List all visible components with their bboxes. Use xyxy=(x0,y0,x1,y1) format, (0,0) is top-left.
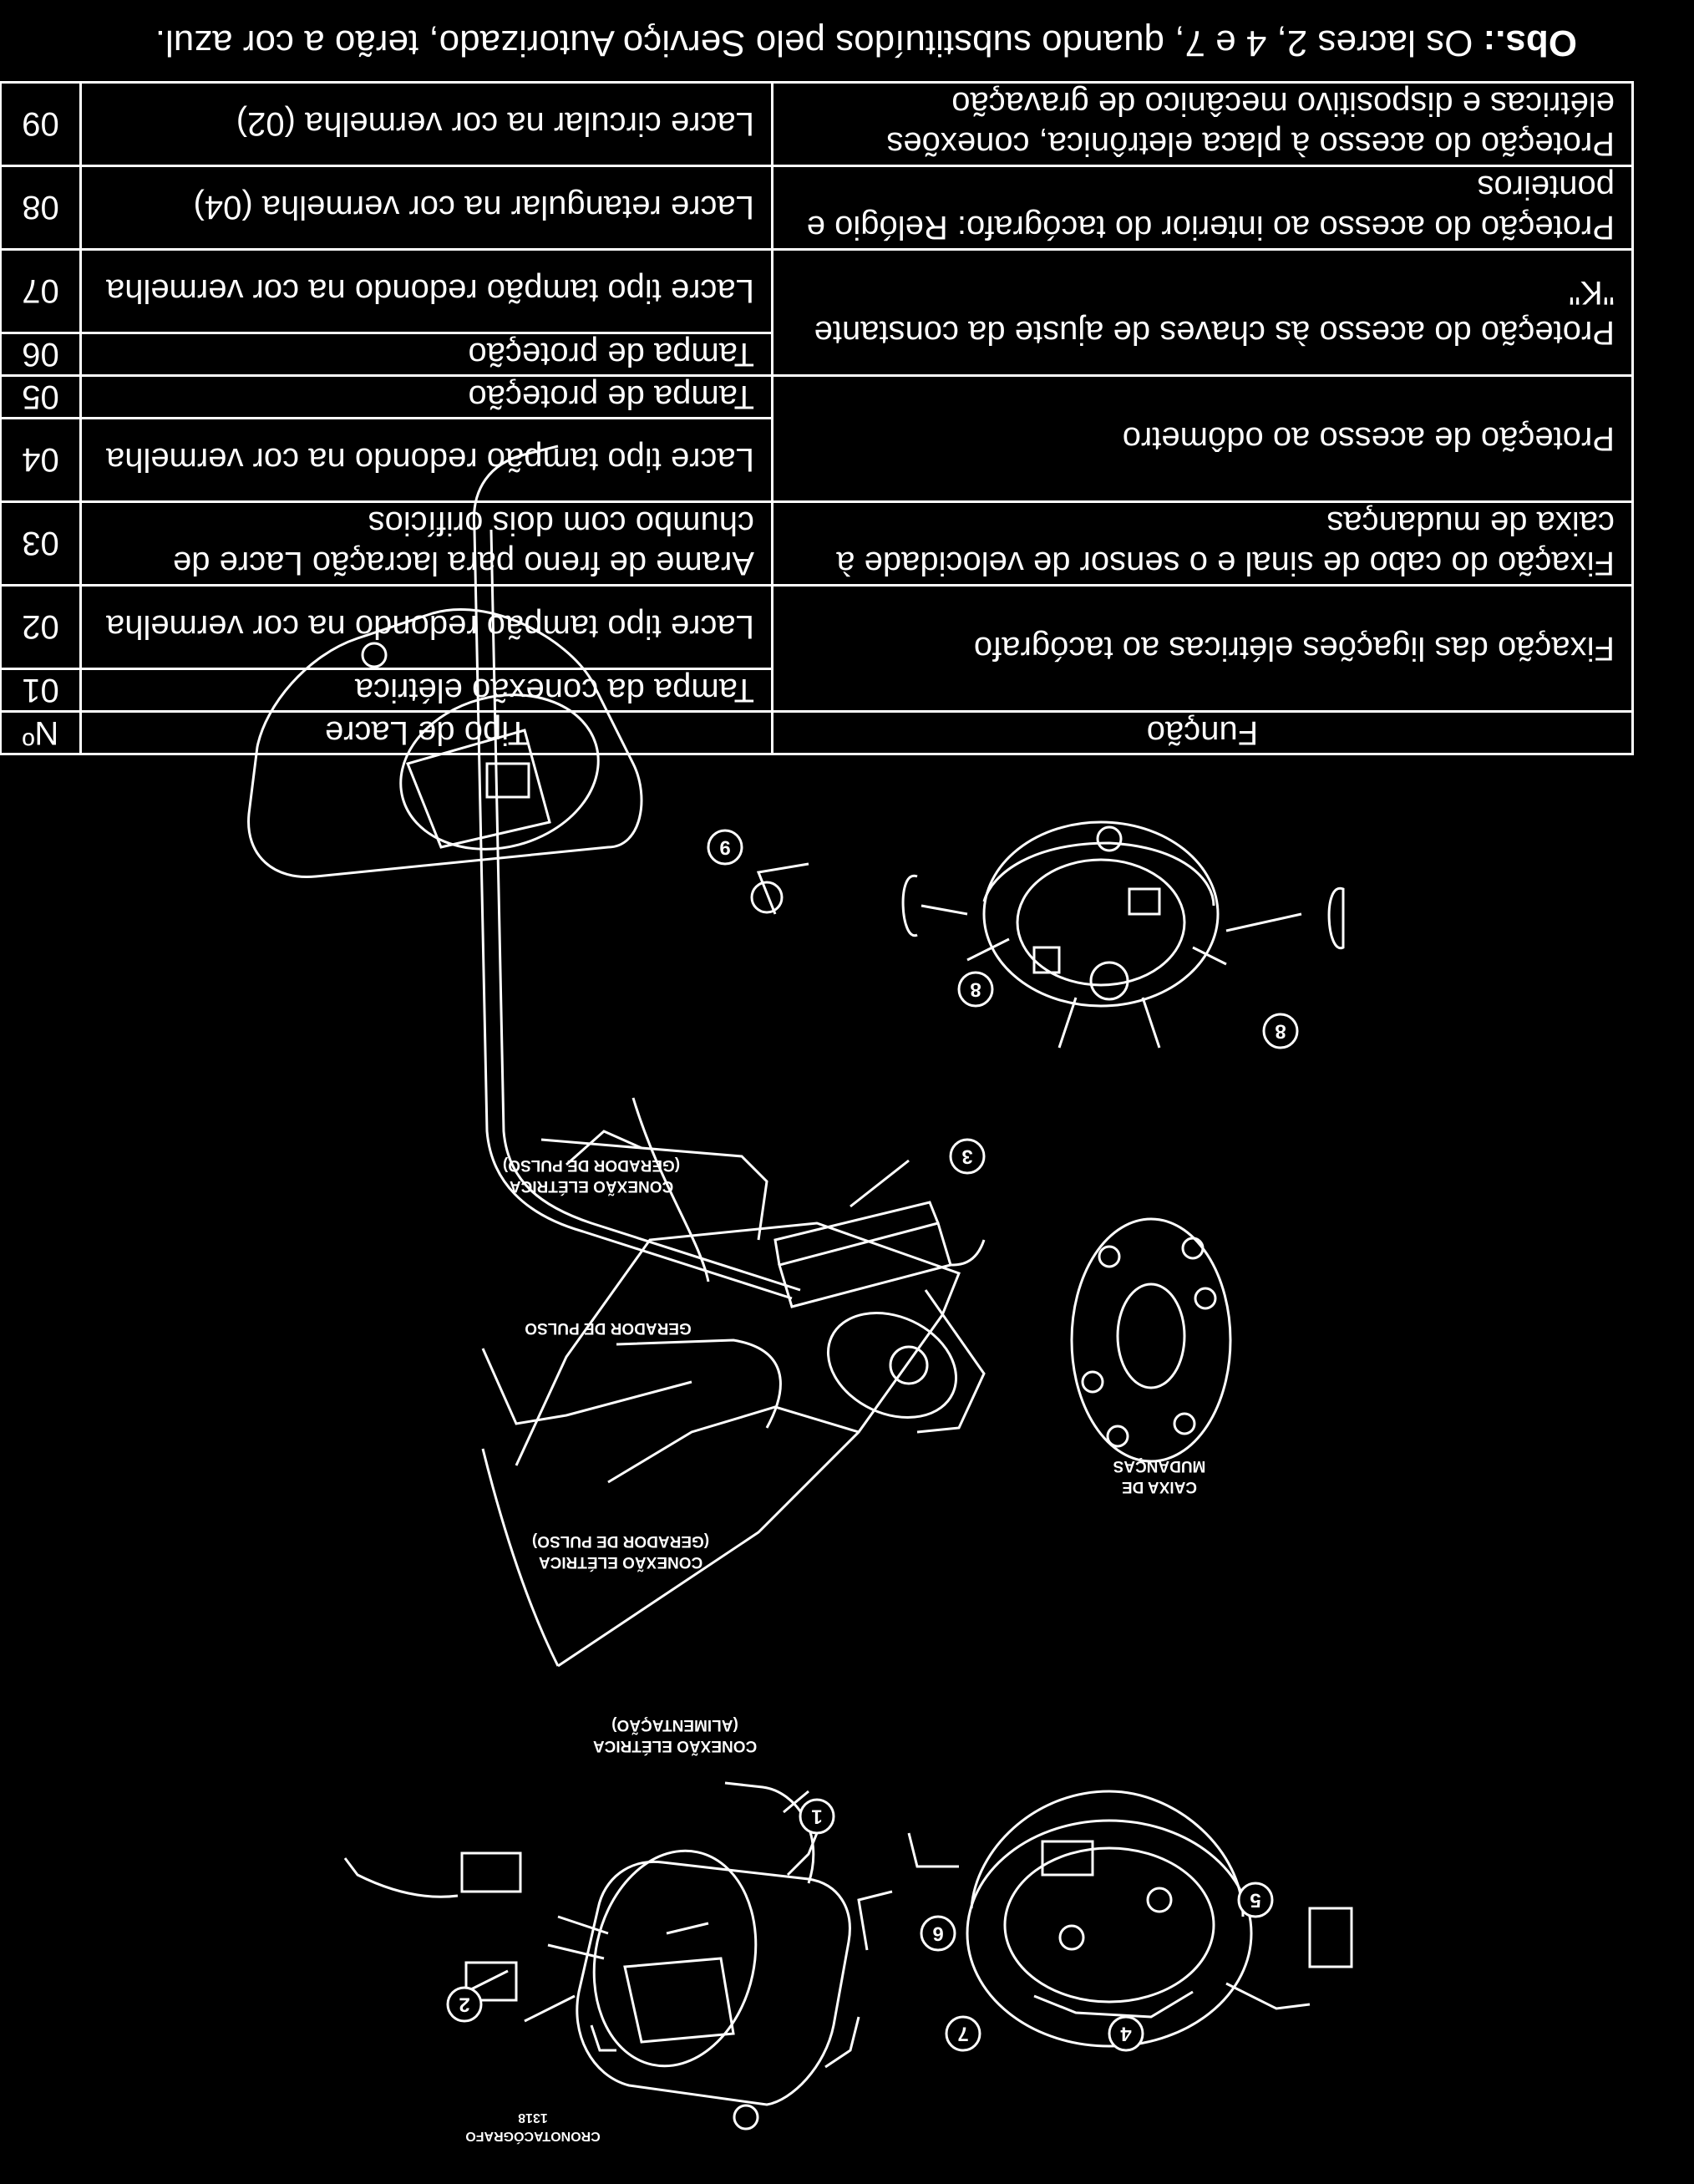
caixa-de-mudancas-label: CAIXA DE xyxy=(1122,1478,1197,1496)
num-cell: 04 xyxy=(0,418,81,502)
conexao-gerador-pulso-label-a: CONEXÃO ELÉTRICA xyxy=(539,1553,703,1572)
callout-2 xyxy=(446,1986,483,2023)
tachograph-mechanism-drawing xyxy=(247,608,809,915)
tipo-cell: Tampa de proteção xyxy=(80,375,773,419)
num-cell: 03 xyxy=(0,501,81,586)
funcao-cell: Proteção do acesso à placa eletrônica, c… xyxy=(772,82,1633,166)
conexao-gerador-pulso-label-b: CONEXÃO ELÉTRICA xyxy=(510,1177,674,1196)
callout-7-number: 7 xyxy=(957,2023,968,2045)
funcao-cell: Proteção do acesso ao interior do tacógr… xyxy=(772,165,1633,250)
callout-3-leader xyxy=(850,1159,910,1208)
tipo-cell: Tampa da conexão elétrica xyxy=(80,668,773,712)
num-cell: 08 xyxy=(0,165,81,250)
funcao-header: Função xyxy=(772,711,1633,754)
callout-8b-number: 8 xyxy=(970,978,981,1001)
funcao-cell: Proteção do acesso às chaves de ajuste d… xyxy=(772,249,1633,376)
tipo-cell: Arame de freno para lacração Lacre de ch… xyxy=(80,501,773,586)
tipo-cell: Lacre tipo tampão redondo na cor vermelh… xyxy=(80,249,773,333)
callout-1-leader xyxy=(783,1790,819,1877)
funcao-cell: Fixação das ligações elétricas ao tacógr… xyxy=(772,585,1633,712)
gearbox-pulse-generator-drawing xyxy=(472,444,1232,1668)
tachograph-rear-drawing xyxy=(857,1790,1353,2048)
num-cell: 09 xyxy=(0,82,81,166)
callout-8a-number: 8 xyxy=(1275,1020,1286,1043)
observation-note: Obs.: Os lacres 2, 4 e 7, quando substit… xyxy=(155,22,1577,63)
callout-3 xyxy=(949,1138,986,1175)
conexao-gerador-pulso-sub-label-b: (GERADOR DE PULSO) xyxy=(503,1156,680,1174)
table-row: Fixação das ligações elétricas ao tacógr… xyxy=(0,585,1633,712)
callout-1-number: 1 xyxy=(811,1806,822,1828)
tipo-header: Tipo de Lacre xyxy=(80,711,773,754)
funcao-cell: Proteção de acesso ao odômetro xyxy=(772,375,1633,502)
num-cell: 01 xyxy=(0,668,81,712)
tachograph-connector-drawing xyxy=(343,1781,860,2131)
callout-2-leader xyxy=(465,1969,576,2023)
callout-7 xyxy=(945,2015,981,2052)
callout-5-number: 5 xyxy=(1250,1889,1260,1912)
conexao-alimentacao-label: CONEXÃO ELÉTRICA xyxy=(593,1737,758,1755)
tipo-cell: Lacre tipo tampão redondo na cor vermelh… xyxy=(80,418,773,502)
table-row: Proteção do acesso ao interior do tacógr… xyxy=(0,165,1633,250)
callout-2-number: 2 xyxy=(459,1994,469,2016)
callout-4-number: 4 xyxy=(1120,2023,1132,2045)
num-cell: 05 xyxy=(0,375,81,419)
conexao-alimentacao-sub-label: (ALIMENTAÇÃO) xyxy=(611,1716,738,1735)
num-cell: 07 xyxy=(0,249,81,333)
callout-4 xyxy=(1108,2015,1144,2052)
caixa-de-mudancas-sub-label: MUDANÇAS xyxy=(1113,1457,1206,1475)
callout-6-number: 6 xyxy=(932,1922,943,1945)
funcao-cell: Fixação do cabo de sinal e o sensor de v… xyxy=(772,501,1633,586)
callout-9-number: 9 xyxy=(719,836,730,859)
tipo-cell: Lacre circular na cor vermelha (02) xyxy=(80,82,773,166)
table-row: Proteção do acesso à placa eletrônica, c… xyxy=(0,82,1633,166)
callout-5 xyxy=(1237,1882,1274,1918)
observation-text: Os lacres 2, 4 e 7, quando substituídos … xyxy=(155,23,1473,63)
observation-label: Obs.: xyxy=(1483,23,1577,63)
callout-8a xyxy=(1262,1013,1299,1049)
callout-6 xyxy=(920,1915,956,1952)
tachograph-gauge-drawing xyxy=(901,820,1345,1049)
gerador-de-pulso-label: GERADOR DE PULSO xyxy=(525,1319,692,1337)
cronotacografo-number-label: 1318 xyxy=(518,2110,548,2125)
table-row: Fixação do cabo de sinal e o sensor de v… xyxy=(0,501,1633,586)
table-row: Proteção de acesso ao odômetro Lacre tip… xyxy=(0,375,1633,502)
conexao-gerador-pulso-sub-label-a: (GERADOR DE PULSO) xyxy=(532,1532,709,1550)
cronotacografo-label: CRONOTACÓGRAFO xyxy=(465,2129,600,2145)
tipo-cell: Lacre retangular na cor vermelha (04) xyxy=(80,165,773,250)
header-row: Função Tipo de Lacre Nº xyxy=(0,711,1633,754)
tipo-cell: Lacre tipo tampão redondo na cor vermelh… xyxy=(80,585,773,669)
num-cell: 02 xyxy=(0,585,81,669)
callout-9 xyxy=(707,829,743,866)
table-row: Proteção do acesso às chaves de ajuste d… xyxy=(0,249,1633,376)
callout-1 xyxy=(799,1798,835,1835)
num-header: Nº xyxy=(0,711,81,754)
seal-table: Função Tipo de Lacre Nº Fixação das liga… xyxy=(0,81,1634,755)
callout-3-number: 3 xyxy=(961,1145,972,1168)
tipo-cell: Tampa de proteção xyxy=(80,333,773,376)
callout-8b xyxy=(957,971,994,1008)
num-cell: 06 xyxy=(0,333,81,376)
